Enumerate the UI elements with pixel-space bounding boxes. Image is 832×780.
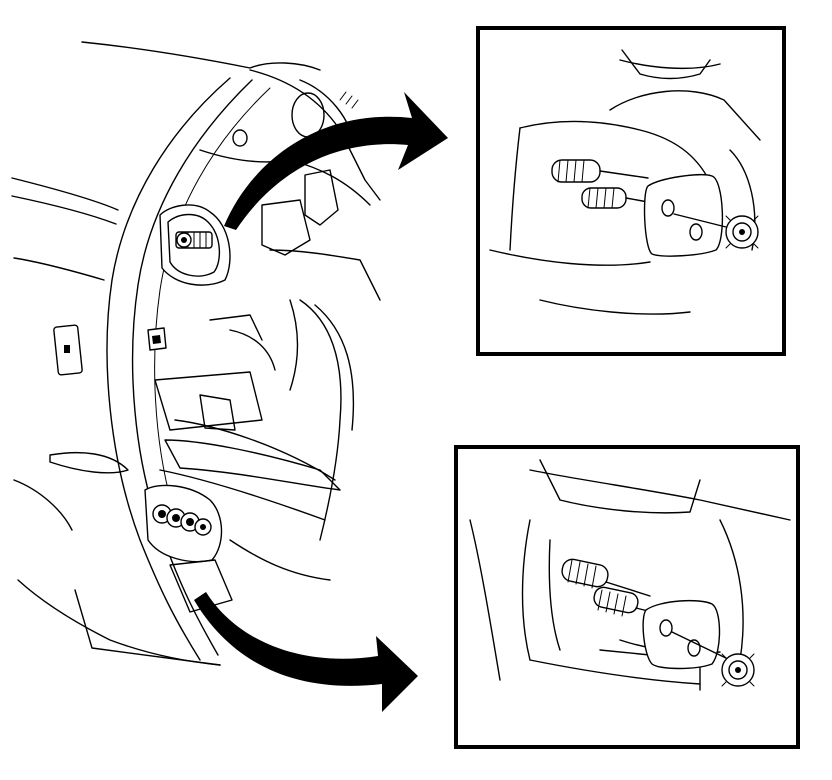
inner-wheelhouse-line-2 xyxy=(314,304,355,431)
belt-line-lower xyxy=(11,195,117,225)
lower-fastener-stack xyxy=(152,504,212,536)
pillar-outer-contour xyxy=(106,77,231,661)
lower-detail-right-curve xyxy=(719,519,744,661)
lower-detail-outer-edge xyxy=(469,519,501,681)
upper-detail-plate-hole-1 xyxy=(661,199,675,217)
sill-panel-edge xyxy=(74,589,221,666)
upper-bracket xyxy=(304,169,339,226)
mid-bracket-plate xyxy=(199,394,236,431)
curved-callout-arrow-upper xyxy=(224,92,448,230)
lower-bracket xyxy=(169,559,233,613)
cross-rail-lower xyxy=(159,469,326,521)
lower-detail-bracket xyxy=(539,459,701,514)
upper-bracket-lower xyxy=(261,199,311,256)
upper-small-hole xyxy=(232,129,248,147)
upper-detail-panel-bottom xyxy=(489,249,651,266)
lower-detail-panel-bottom xyxy=(529,659,701,685)
latch-slot xyxy=(64,345,70,353)
pillar-flange-line xyxy=(154,87,271,506)
upper-detail-panel-top xyxy=(519,120,713,187)
lower-detail-panel-left xyxy=(521,519,531,661)
upper-detail-nut-flats xyxy=(725,215,759,249)
upper-detail-frame xyxy=(476,26,786,356)
upper-detail-backing-plate xyxy=(643,174,724,257)
inner-wheelhouse-line xyxy=(299,299,342,541)
lower-detail-backing-plate xyxy=(642,599,721,670)
belt-line-upper xyxy=(11,177,119,211)
upper-hatch-marks xyxy=(339,91,359,109)
upper-detail-nut-bore xyxy=(739,229,745,235)
body-clip-hole xyxy=(152,335,161,344)
wheel-arch-trim xyxy=(49,451,129,474)
cross-rail-highlight xyxy=(174,419,336,481)
lower-detail-nut-flats xyxy=(721,653,755,687)
upper-mount-recess xyxy=(167,213,221,277)
roof-edge-line xyxy=(81,41,321,71)
mid-curve xyxy=(229,329,276,371)
lower-detail-panel-inner xyxy=(548,539,561,651)
mid-structure-box xyxy=(154,371,263,431)
pillar-inner-contour xyxy=(131,79,253,656)
mid-flange xyxy=(209,314,263,341)
upper-detail-panel-left xyxy=(509,127,521,251)
door-crease-line xyxy=(13,257,105,281)
lower-detail-stud-1 xyxy=(561,558,651,597)
upper-detail-guide-line xyxy=(673,213,731,229)
lower-frame-line xyxy=(229,539,331,581)
upper-fastener-detail xyxy=(476,26,786,356)
cross-rail-upper xyxy=(164,439,341,491)
lower-detail-nut-bore xyxy=(735,667,741,673)
lower-fastener-detail xyxy=(454,445,800,749)
upper-fastener-stud xyxy=(175,231,213,249)
lower-detail-top-line xyxy=(529,469,791,521)
upper-detail-stud-1 xyxy=(551,159,649,183)
lower-detail-guide-line xyxy=(671,631,731,661)
lower-detail-nut-inner xyxy=(728,660,748,680)
upper-detail-nut-inner xyxy=(732,222,752,242)
upper-detail-plate-hole-2 xyxy=(689,223,703,241)
mid-vertical-rib xyxy=(289,299,299,391)
upper-detail-lower-curve xyxy=(539,299,691,315)
curved-callout-arrow-lower xyxy=(194,592,418,712)
lower-detail-plate-hole-1 xyxy=(659,619,673,637)
upper-detail-bracket-top xyxy=(621,49,711,80)
main-body-view xyxy=(11,41,381,666)
upper-detail-pillar-edge xyxy=(609,90,761,141)
upper-access-hole xyxy=(291,92,325,138)
lower-detail-plate-hole-2 xyxy=(687,639,701,657)
lower-detail-stud-2 xyxy=(593,586,653,617)
rocker-line xyxy=(13,479,73,531)
mid-panel-line xyxy=(269,249,381,301)
upper-detail-top-line xyxy=(619,59,721,70)
